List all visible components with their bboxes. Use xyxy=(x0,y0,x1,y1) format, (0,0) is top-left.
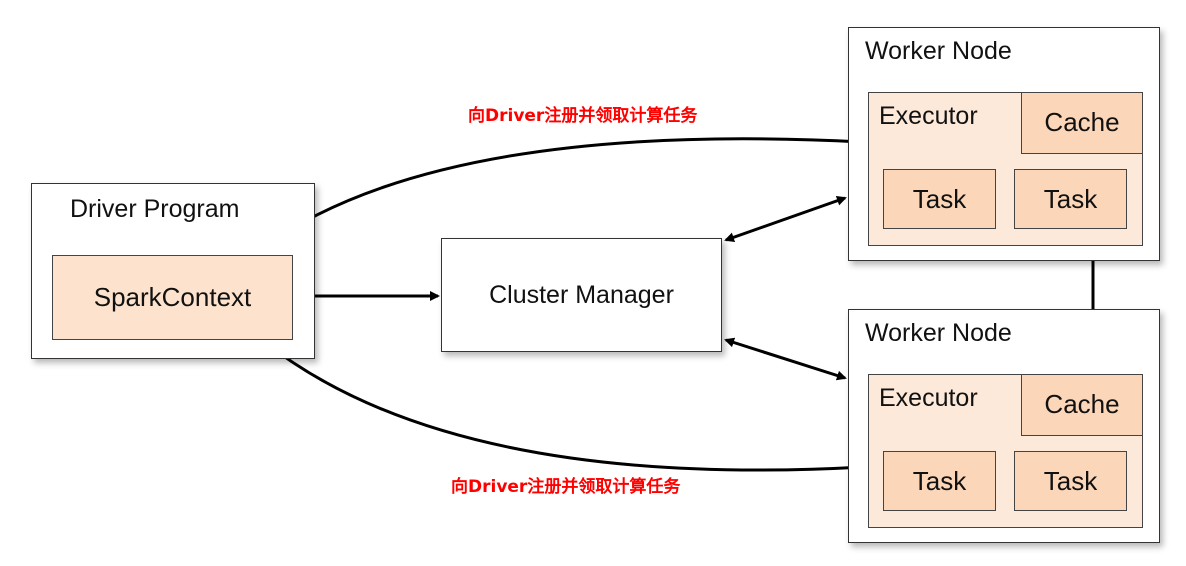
cluster-manager-label: Cluster Manager xyxy=(489,280,674,309)
task-box-2b: Task xyxy=(1014,451,1127,511)
task-box-1b: Task xyxy=(1014,169,1127,229)
executor-box-2: Executor Cache Task Task xyxy=(868,373,1143,528)
driver-program-title: Driver Program xyxy=(70,195,240,223)
arrow-spark-to-worker-1 xyxy=(260,136,864,250)
worker-node-2-title: Worker Node xyxy=(865,319,1012,347)
driver-program-box: Driver Program SparkContext xyxy=(31,183,315,359)
spark-context-box: SparkContext xyxy=(52,255,293,340)
cache-label-1: Cache xyxy=(1044,107,1120,137)
annotation-top: 向Driver注册并领取计算任务 xyxy=(468,106,698,126)
cluster-manager-box: Cluster Manager xyxy=(441,238,722,352)
executor-label-2: Executor xyxy=(879,384,978,412)
arrow-spark-to-worker-2 xyxy=(260,338,866,473)
task-label-1b: Task xyxy=(1043,183,1098,214)
task-label-1a: Task xyxy=(912,183,967,214)
executor-label-1: Executor xyxy=(879,102,978,130)
annotation-bottom: 向Driver注册并领取计算任务 xyxy=(451,477,681,497)
task-box-2a: Task xyxy=(883,451,996,511)
task-label-2b: Task xyxy=(1043,465,1098,496)
executor-box-1: Executor Cache Task Task xyxy=(868,91,1143,246)
task-label-2a: Task xyxy=(912,465,967,496)
worker-node-1: Worker Node Executor Cache Task Task xyxy=(848,27,1160,261)
cache-label-2: Cache xyxy=(1044,389,1120,419)
task-box-1a: Task xyxy=(883,169,996,229)
arrow-cluster-manager-to-worker-2 xyxy=(724,337,847,381)
cache-box-1: Cache xyxy=(1021,91,1143,154)
cache-box-2: Cache xyxy=(1021,373,1143,436)
worker-node-2: Worker Node Executor Cache Task Task xyxy=(848,309,1160,543)
arrow-cluster-manager-to-worker-1 xyxy=(724,195,847,243)
spark-context-label: SparkContext xyxy=(93,282,252,312)
worker-node-1-title: Worker Node xyxy=(865,37,1012,65)
